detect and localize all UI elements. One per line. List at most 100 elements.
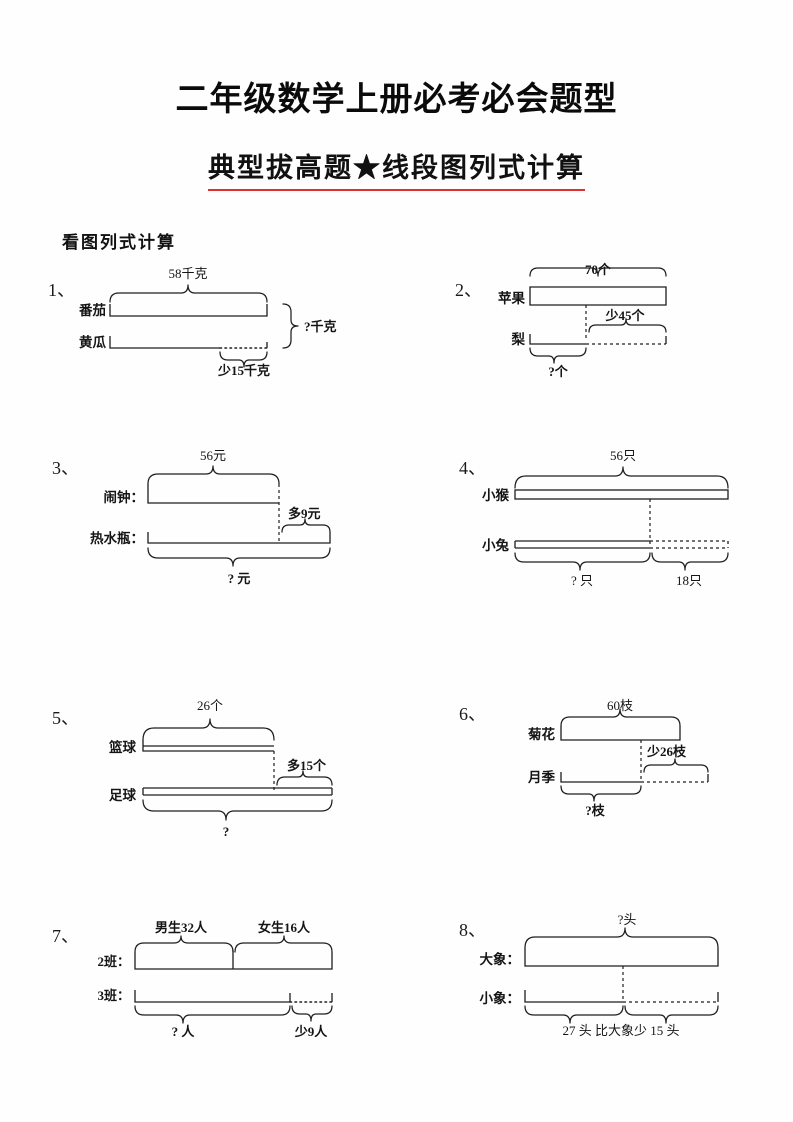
problem-4-bar-1	[514, 489, 729, 500]
problem-2-top-brace	[529, 267, 667, 277]
problem-1-bar-2-solid	[109, 336, 220, 349]
problem-7-diagram: 男生32人 女生16人 2班： 3班： ? 人 少9人	[97, 920, 333, 1039]
problem-8-row1-label: 大象：	[480, 951, 521, 967]
problem-6-number: 6、	[459, 704, 486, 724]
problem-7-girls-brace	[234, 935, 333, 953]
problem-4-answer-brace	[514, 552, 651, 571]
problem-4-diff-brace	[651, 552, 729, 571]
problem-1-bar-1	[109, 304, 268, 317]
problem-8-left-brace	[524, 1005, 624, 1024]
problem-6-bar-2-solid	[560, 772, 641, 783]
problem-8-right-brace	[624, 1005, 719, 1024]
problem-6-top-label: 60枝	[607, 698, 633, 713]
problem-1-answer-label: ?千克	[304, 319, 337, 334]
problem-7-bar-class3-caps	[289, 993, 333, 1002]
problem-7: 7、 男生32人 女生16人 2班： 3班： ? 人 少9人	[48, 908, 408, 1039]
problem-3-diff-brace	[281, 518, 331, 533]
problem-2-row2-label: 梨	[511, 331, 526, 347]
problem-7-answer-label: ? 人	[172, 1024, 196, 1039]
page-subtitle-wrap: 典型拔高题★线段图列式计算	[0, 146, 793, 191]
problem-4-bar-2-dashed	[650, 540, 729, 549]
problem-3-answer-brace	[147, 547, 331, 567]
page-title: 二年级数学上册必考必会题型	[175, 79, 618, 118]
problem-1: 1、 58千克 番茄 黄瓜 少15千克 ?千克	[48, 262, 408, 378]
problem-1-total-brace	[282, 303, 299, 349]
problem-5-bar-2	[142, 787, 333, 796]
problem-5-row2-label: 足球	[109, 787, 136, 803]
problem-6-answer-label: ?枝	[585, 803, 606, 818]
problem-7-row2-label: 3班：	[97, 988, 130, 1003]
problem-1-diff-brace	[219, 351, 268, 368]
problem-5-number: 5、	[52, 708, 79, 728]
problem-8-top-brace	[524, 927, 719, 949]
problem-2-bar-2-solid	[529, 334, 586, 345]
problem-4-row2-label: 小兔	[482, 537, 509, 553]
problem-4-number: 4、	[459, 458, 486, 478]
problem-6-bar-1	[560, 726, 681, 741]
problem-4: 4、 56只 小猴 小兔 ? 只 18只	[455, 440, 775, 590]
problem-7-answer-brace	[134, 1005, 291, 1024]
problem-3-diff-label: 多9元	[288, 506, 321, 521]
problem-3-top-label: 56元	[200, 448, 226, 463]
problem-2-diff-label: 少45个	[604, 308, 645, 323]
problem-5-row1-label: 篮球	[108, 739, 136, 755]
problem-3-diagram: 56元 闹钟： 多9元 热水瓶： ? 元	[90, 448, 331, 586]
problem-4-top-brace	[514, 466, 729, 489]
problem-5-bar-1	[142, 740, 274, 752]
problem-6-diagram: 60枝 菊花 少26枝 月季 ?枝	[527, 698, 709, 818]
problem-6-top-brace	[560, 708, 681, 727]
problem-3-top-brace	[147, 465, 280, 485]
problem-2-bar-1	[529, 286, 667, 306]
problem-5-diff-brace	[276, 770, 333, 786]
problem-1-top-label: 58千克	[168, 266, 207, 281]
problem-5-diagram: 26个 篮球 多15个 足球 ?	[108, 698, 333, 839]
problem-8-bottom-label: 27 头 比大象少 15 头	[562, 1023, 679, 1038]
problem-8-row2-label: 小象：	[480, 990, 521, 1006]
problem-5-answer-brace	[142, 799, 333, 821]
problem-8-number: 8、	[459, 920, 486, 940]
problem-2-answer-label: ?个	[548, 364, 569, 379]
problem-1-number: 1、	[48, 280, 75, 300]
problem-5: 5、 26个 篮球 多15个 足球 ?	[48, 690, 408, 840]
problem-7-bar-class3-solid	[134, 990, 290, 1003]
problem-1-diff-label: 少15千克	[217, 363, 270, 378]
problem-7-number: 7、	[52, 926, 79, 946]
problem-7-boys-brace	[134, 935, 234, 953]
problem-5-top-brace	[142, 718, 275, 741]
problem-1-top-brace	[109, 284, 268, 303]
problem-8-bar-2-solid	[524, 990, 623, 1003]
problem-7-diff-brace	[291, 1005, 333, 1022]
problem-5-diff-label: 多15个	[287, 758, 327, 773]
problem-3-bar-1	[147, 484, 279, 504]
problem-7-row1-label: 2班：	[97, 954, 130, 969]
problem-6-row1-label: 菊花	[528, 726, 556, 742]
problem-2-diagram: 70个 苹果 少45个 梨 ?个	[498, 262, 667, 379]
problem-7-girls-label: 女生16人	[258, 920, 311, 935]
problem-2-diff-brace	[588, 318, 667, 333]
problem-1-diagram: 58千克 番茄 黄瓜 少15千克 ?千克	[78, 266, 337, 378]
problem-6: 6、 60枝 菊花 少26枝 月季 ?枝	[455, 694, 775, 819]
problem-4-bar-2-solid	[514, 540, 650, 549]
problem-4-diagram: 56只 小猴 小兔 ? 只 18只	[482, 448, 729, 588]
problem-3-bar-2	[147, 532, 331, 544]
problem-3-answer-label: ? 元	[228, 571, 251, 586]
problem-3-row2-label: 热水瓶：	[90, 530, 144, 546]
problem-6-diff-brace	[643, 758, 709, 773]
problem-2-number: 2、	[455, 280, 482, 300]
page-subtitle: 典型拔高题★线段图列式计算	[208, 146, 585, 191]
problem-4-diff-label: 18只	[676, 573, 702, 588]
problem-8-bar-1	[524, 948, 719, 967]
problem-3-row1-label: 闹钟：	[104, 489, 145, 505]
problem-6-row2-label: 月季	[527, 769, 556, 785]
problem-7-boys-label: 男生32人	[155, 920, 208, 935]
problem-6-answer-brace	[560, 785, 642, 802]
problem-4-row1-label: 小猴	[482, 487, 509, 503]
problem-3-number: 3、	[52, 458, 79, 478]
problem-4-answer-label: ? 只	[571, 573, 593, 588]
problem-1-row2-label: 黄瓜	[79, 334, 106, 350]
problem-6-diff-label: 少26枝	[646, 744, 687, 759]
problem-4-top-label: 56只	[610, 448, 636, 463]
problem-7-diff-label: 少9人	[294, 1024, 329, 1039]
problem-3: 3、 56元 闹钟： 多9元 热水瓶： ? 元	[48, 440, 408, 590]
